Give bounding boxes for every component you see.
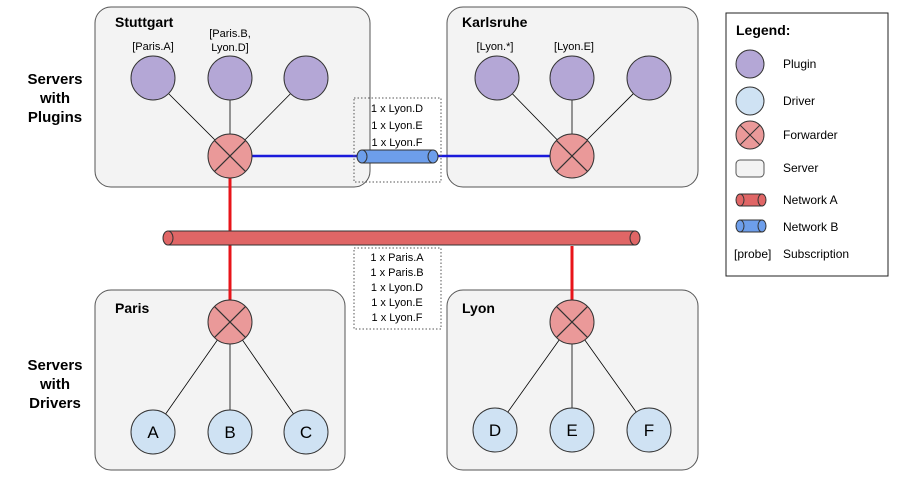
driver-label: D bbox=[489, 421, 501, 440]
driver-label: F bbox=[644, 421, 654, 440]
legend-server-swatch bbox=[735, 159, 765, 178]
legend-label-server: Server bbox=[783, 161, 818, 175]
plugin-node bbox=[283, 55, 329, 101]
forwarder-stuttgart bbox=[207, 133, 253, 179]
subscription-label: [Paris.A] bbox=[132, 41, 174, 53]
driver-node-b bbox=[207, 409, 253, 455]
legend-driver-swatch bbox=[735, 86, 765, 116]
server-title-paris: Paris bbox=[115, 300, 149, 316]
legend-forwarder-swatch bbox=[735, 120, 765, 150]
legend-title: Legend: bbox=[736, 22, 790, 38]
legend-label-forwarder: Forwarder bbox=[783, 128, 838, 142]
message-line: 1 x Paris.A bbox=[370, 252, 424, 264]
forwarder-lyon bbox=[549, 299, 595, 345]
driver-label: B bbox=[224, 423, 235, 442]
driver-node-c bbox=[283, 409, 329, 455]
legend-network-b-swatch bbox=[735, 219, 767, 233]
plugin-node bbox=[207, 55, 253, 101]
driver-node-f bbox=[626, 407, 672, 453]
plugin-node bbox=[474, 55, 520, 101]
message-box-network-a bbox=[353, 247, 442, 330]
section-label-plugins-1: Servers bbox=[27, 71, 82, 88]
driver-label: C bbox=[300, 423, 312, 442]
section-label-drivers-3: Drivers bbox=[29, 395, 81, 412]
forwarder-paris bbox=[207, 299, 253, 345]
legend-plugin-swatch bbox=[735, 49, 765, 79]
message-line: 1 x Lyon.E bbox=[371, 297, 423, 309]
server-title-karlsruhe: Karlsruhe bbox=[462, 14, 528, 30]
driver-label: A bbox=[147, 423, 159, 442]
legend-label-subscription: Subscription bbox=[783, 247, 849, 261]
section-label-drivers-2: with bbox=[39, 376, 70, 393]
legend-label-network-a: Network A bbox=[783, 193, 838, 207]
legend: Legend: Plugin Driver Forwarder Server N… bbox=[725, 12, 889, 277]
message-line: 1 x Lyon.F bbox=[372, 137, 423, 149]
legend-label-network-b: Network B bbox=[783, 220, 838, 234]
subscription-label: [Lyon.E] bbox=[554, 41, 594, 53]
subscription-label: [Paris.B, bbox=[209, 28, 251, 40]
message-line: 1 x Paris.B bbox=[370, 267, 423, 279]
section-label-drivers-1: Servers bbox=[27, 357, 82, 374]
driver-node-a bbox=[130, 409, 176, 455]
forwarder-karlsruhe bbox=[549, 133, 595, 179]
network-b-cylinder bbox=[356, 149, 439, 164]
network-a-cylinder bbox=[162, 230, 641, 246]
server-title-lyon: Lyon bbox=[462, 300, 495, 316]
message-line: 1 x Lyon.E bbox=[371, 120, 423, 132]
subscription-label: [Lyon.*] bbox=[477, 41, 514, 53]
server-title-stuttgart: Stuttgart bbox=[115, 14, 174, 30]
driver-label: E bbox=[566, 421, 577, 440]
plugin-node bbox=[549, 55, 595, 101]
message-line: 1 x Lyon.D bbox=[371, 103, 423, 115]
legend-label-driver: Driver bbox=[783, 94, 815, 108]
driver-node-d bbox=[472, 407, 518, 453]
section-label-plugins-3: Plugins bbox=[28, 109, 82, 126]
subscription-label: Lyon.D] bbox=[211, 42, 249, 54]
driver-node-e bbox=[549, 407, 595, 453]
legend-network-a-swatch bbox=[735, 193, 767, 207]
message-line: 1 x Lyon.D bbox=[371, 282, 423, 294]
section-label-plugins-2: with bbox=[39, 90, 70, 107]
legend-probe-swatch: [probe] bbox=[734, 247, 771, 261]
message-box-network-b bbox=[353, 97, 442, 183]
legend-label-plugin: Plugin bbox=[783, 57, 816, 71]
plugin-node bbox=[626, 55, 672, 101]
message-line: 1 x Lyon.F bbox=[372, 312, 423, 324]
plugin-node bbox=[130, 55, 176, 101]
